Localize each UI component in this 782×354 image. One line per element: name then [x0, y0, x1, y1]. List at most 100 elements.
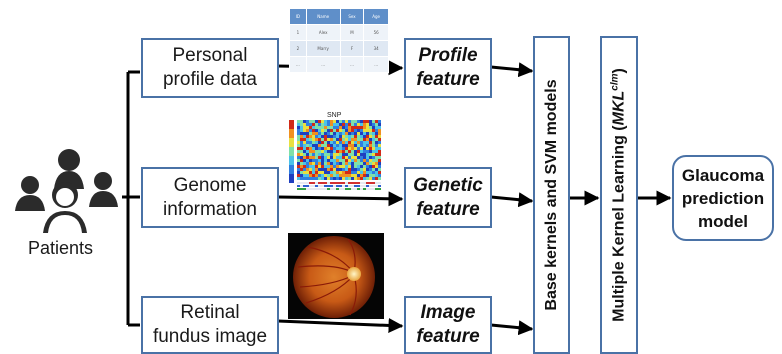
snp-cell [351, 177, 354, 180]
snp-cell [366, 141, 369, 144]
snp-cell [321, 147, 324, 150]
table-header: Age [363, 8, 389, 25]
snp-cell [342, 132, 345, 135]
snp-cell [378, 156, 381, 159]
snp-cell [303, 144, 306, 147]
snp-cell [297, 153, 300, 156]
snp-cell [354, 144, 357, 147]
snp-annotation-cell [354, 188, 357, 190]
snp-cell [309, 150, 312, 153]
snp-cell [351, 135, 354, 138]
snp-cell [360, 135, 363, 138]
snp-cell [342, 135, 345, 138]
snp-cell [354, 162, 357, 165]
snp-cell [315, 150, 318, 153]
snp-cell [312, 129, 315, 132]
snp-cell [360, 147, 363, 150]
snp-cell [321, 135, 324, 138]
snp-cell [360, 138, 363, 141]
snp-annotation-cell [321, 185, 324, 187]
snp-cell [375, 120, 378, 123]
patient-bracket [122, 70, 140, 327]
snp-cell [378, 120, 381, 123]
snp-cell [303, 132, 306, 135]
snp-cell [342, 156, 345, 159]
snp-cell [309, 177, 312, 180]
snp-cell [318, 135, 321, 138]
feature-label-line1: Image [420, 302, 476, 323]
snp-annotation-cell [375, 182, 378, 184]
snp-cell [300, 150, 303, 153]
snp-cell [306, 132, 309, 135]
snp-cell [336, 138, 339, 141]
snp-cell [318, 144, 321, 147]
snp-cell [321, 141, 324, 144]
snp-cell [363, 168, 366, 171]
snp-cell [342, 141, 345, 144]
snp-cell [333, 174, 336, 177]
snp-cell [360, 171, 363, 174]
snp-cell [306, 165, 309, 168]
snp-cell [363, 162, 366, 165]
snp-cell [297, 120, 300, 123]
snp-cell [330, 132, 333, 135]
snp-cell [336, 135, 339, 138]
snp-cell [357, 132, 360, 135]
snp-cell [345, 144, 348, 147]
snp-cell [324, 129, 327, 132]
fundus-image-graphic [293, 236, 375, 318]
snp-cell [321, 177, 324, 180]
snp-cell [333, 165, 336, 168]
snp-cell [342, 165, 345, 168]
snp-cell [300, 135, 303, 138]
snp-cell [366, 171, 369, 174]
feature-label-line2: feature [416, 198, 480, 220]
snp-cell [318, 123, 321, 126]
snp-cell [363, 147, 366, 150]
snp-cell [360, 141, 363, 144]
snp-annotation-cell [327, 188, 330, 190]
snp-cell [342, 120, 345, 123]
snp-cell [330, 177, 333, 180]
snp-cell [369, 141, 372, 144]
snp-annotation-cell [327, 185, 330, 187]
mkl-label-sup: clm [609, 73, 621, 91]
snp-cell [369, 138, 372, 141]
snp-cell [348, 144, 351, 147]
snp-cell [336, 120, 339, 123]
snp-cell [375, 132, 378, 135]
mkl-label-prefix: Multiple Kernel Learning ( [610, 125, 628, 322]
snp-cell [327, 132, 330, 135]
snp-cell [312, 159, 315, 162]
snp-cell [369, 129, 372, 132]
snp-cell [354, 177, 357, 180]
snp-cell [324, 120, 327, 123]
snp-cell [369, 174, 372, 177]
mkl-label-suffix: ) [610, 68, 628, 74]
snp-cell [306, 174, 309, 177]
snp-cell [297, 156, 300, 159]
snp-cell [360, 168, 363, 171]
table-cell: 1 [289, 24, 307, 41]
snp-cell [333, 138, 336, 141]
snp-cell [312, 171, 315, 174]
snp-cell [372, 141, 375, 144]
snp-cell [372, 138, 375, 141]
snp-annotation-cell [345, 185, 348, 187]
snp-cell [303, 129, 306, 132]
snp-cell [360, 126, 363, 129]
snp-annotation-cell [342, 185, 345, 187]
snp-cell [378, 171, 381, 174]
snp-cell [369, 144, 372, 147]
snp-cell [369, 171, 372, 174]
snp-cell [351, 138, 354, 141]
snp-annotation-cell [333, 188, 336, 190]
snp-cell [309, 120, 312, 123]
snp-cell [309, 126, 312, 129]
snp-cell [360, 150, 363, 153]
snp-cell [360, 123, 363, 126]
snp-cell [348, 135, 351, 138]
snp-cell [375, 141, 378, 144]
snp-cell [327, 138, 330, 141]
